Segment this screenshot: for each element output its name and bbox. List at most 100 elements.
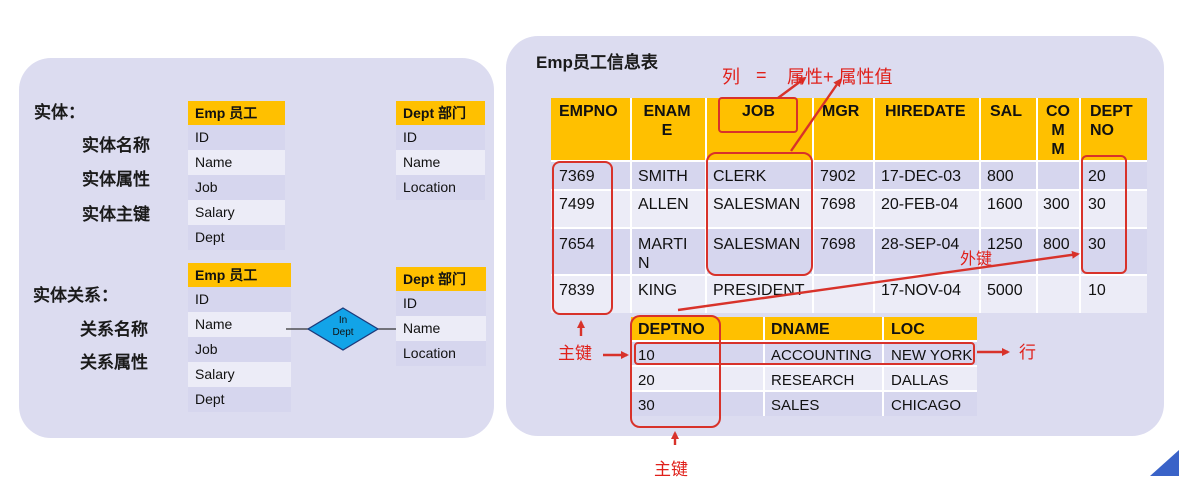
table-cell: 7499 [559,196,595,213]
table-cell: 7698 [820,196,856,213]
table-cell: 20 [638,372,655,389]
table-cell: 7902 [820,168,856,185]
column-header-deptno: DEPT NO [1090,103,1133,139]
emp-attr-row: Dept [188,225,285,250]
dept-attr-row: ID [396,125,485,150]
table-cell: 10 [638,347,655,364]
dept-attr-row: Location [396,341,486,366]
table-cell: 17-DEC-03 [881,168,962,185]
table-cell: NEW YORK [891,347,973,364]
table-cell: 1600 [987,196,1023,213]
dept-relation-entity-box: Dept 部门 ID Name Location [396,267,486,366]
entity-title: 实体： [34,103,85,122]
table-cell: SALESMAN [713,236,801,253]
equals-sign: = [756,65,767,85]
table-row [551,161,1147,190]
table-cell: 28-SEP-04 [881,236,960,253]
table-row [631,341,977,366]
emp-attr-row: Salary [188,200,285,225]
table-cell: 20-FEB-04 [881,196,959,213]
table-cell: 1250 [987,236,1023,253]
table-cell: RESEARCH [771,372,855,389]
column-label: 列 [722,67,740,87]
table-cell: 30 [638,397,655,414]
dept-attr-row: ID [396,291,486,316]
emp-attr-row: Name [188,312,291,337]
table-cell: SMITH [638,168,688,185]
emp-attr-row: Dept [188,387,291,412]
column-header-loc: LOC [891,321,925,338]
emp-attr-row: Job [188,175,285,200]
table-cell: 20 [1088,168,1106,185]
table-cell: 5000 [987,282,1023,299]
emp-entity-header: Emp 员工 [188,263,291,287]
column-arrow [777,76,807,99]
emp-attr-row: Job [188,337,291,362]
dept-attr-row: Name [396,316,486,341]
dept-attr-row: Location [396,175,485,200]
table-row [631,391,977,416]
emp-entity-header: Emp 员工 [188,101,285,125]
table-cell: 300 [1043,196,1070,213]
entity-primary-key-label: 实体主键 [82,205,150,224]
table-cell: 7654 [559,236,595,253]
table-cell: 10 [1088,282,1106,299]
primary-key-label-emp: 主键 [558,344,592,363]
column-header-comm: CO M M [1046,103,1070,158]
table-row [631,366,977,391]
table-cell: 7698 [820,236,856,253]
entity-attribute-label: 实体属性 [82,170,150,189]
column-header-empno: EMPNO [559,103,618,120]
column-header-sal: SAL [990,103,1022,120]
column-header-mgr: MGR [822,103,860,120]
table-cell: 800 [1043,236,1070,253]
row-highlight [634,342,975,365]
emp-attr-row: Name [188,150,285,175]
table-cell: KING [638,282,678,299]
deptno-foreign-key-highlight [1081,155,1127,274]
empno-primary-key-highlight [552,161,613,315]
dept-entity-header: Dept 部门 [396,267,486,291]
column-header-deptno: DEPTNO [638,321,705,338]
foreign-key-arrow [677,250,1080,312]
table-row [551,275,1147,313]
table-cell: ALLEN [638,196,689,213]
table-cell: DALLAS [891,372,949,389]
dept-entity-box: Dept 部门 ID Name Location [396,101,485,200]
table-cell: 7369 [559,168,595,185]
emp-relation-entity-box: Emp 员工 ID Name Job Salary Dept [188,263,291,412]
emp-attr-row: ID [188,125,285,150]
table-row [551,228,1147,275]
row-label: 行 [1019,343,1036,362]
column-header-dname: DNAME [771,321,830,338]
dept-entity-header: Dept 部门 [396,101,485,125]
emp-table-header-bg [551,98,1147,161]
table-cell: 17-NOV-04 [881,282,962,299]
emp-entity-box: Emp 员工 ID Name Job Salary Dept [188,101,285,250]
relation-title: 实体关系： [33,286,118,305]
dept-table-header-bg [631,317,977,341]
table-cell: CLERK [713,168,767,185]
table-cell: 30 [1088,236,1106,253]
table-cell: 7839 [559,282,595,299]
job-column-highlight [718,97,798,133]
table-cell: SALES [771,397,820,414]
table-cell: SALESMAN [713,196,801,213]
entity-name-label: 实体名称 [82,136,150,155]
column-header-hiredate: HIREDATE [885,103,966,120]
relationship-diamond [306,307,380,351]
relationship-name-text: In Dept [332,315,354,338]
relation-name-label: 关系名称 [80,320,148,339]
table-cell: CHICAGO [891,397,962,414]
column-header-ename: ENAM E [643,103,691,139]
job-values-highlight [706,152,813,276]
panel-title: Emp员工信息表 [536,53,658,72]
table-cell: MARTI N [638,236,688,272]
corner-decoration [1150,450,1179,476]
column-header-job: JOB [742,103,775,120]
value-arrow [790,78,842,152]
